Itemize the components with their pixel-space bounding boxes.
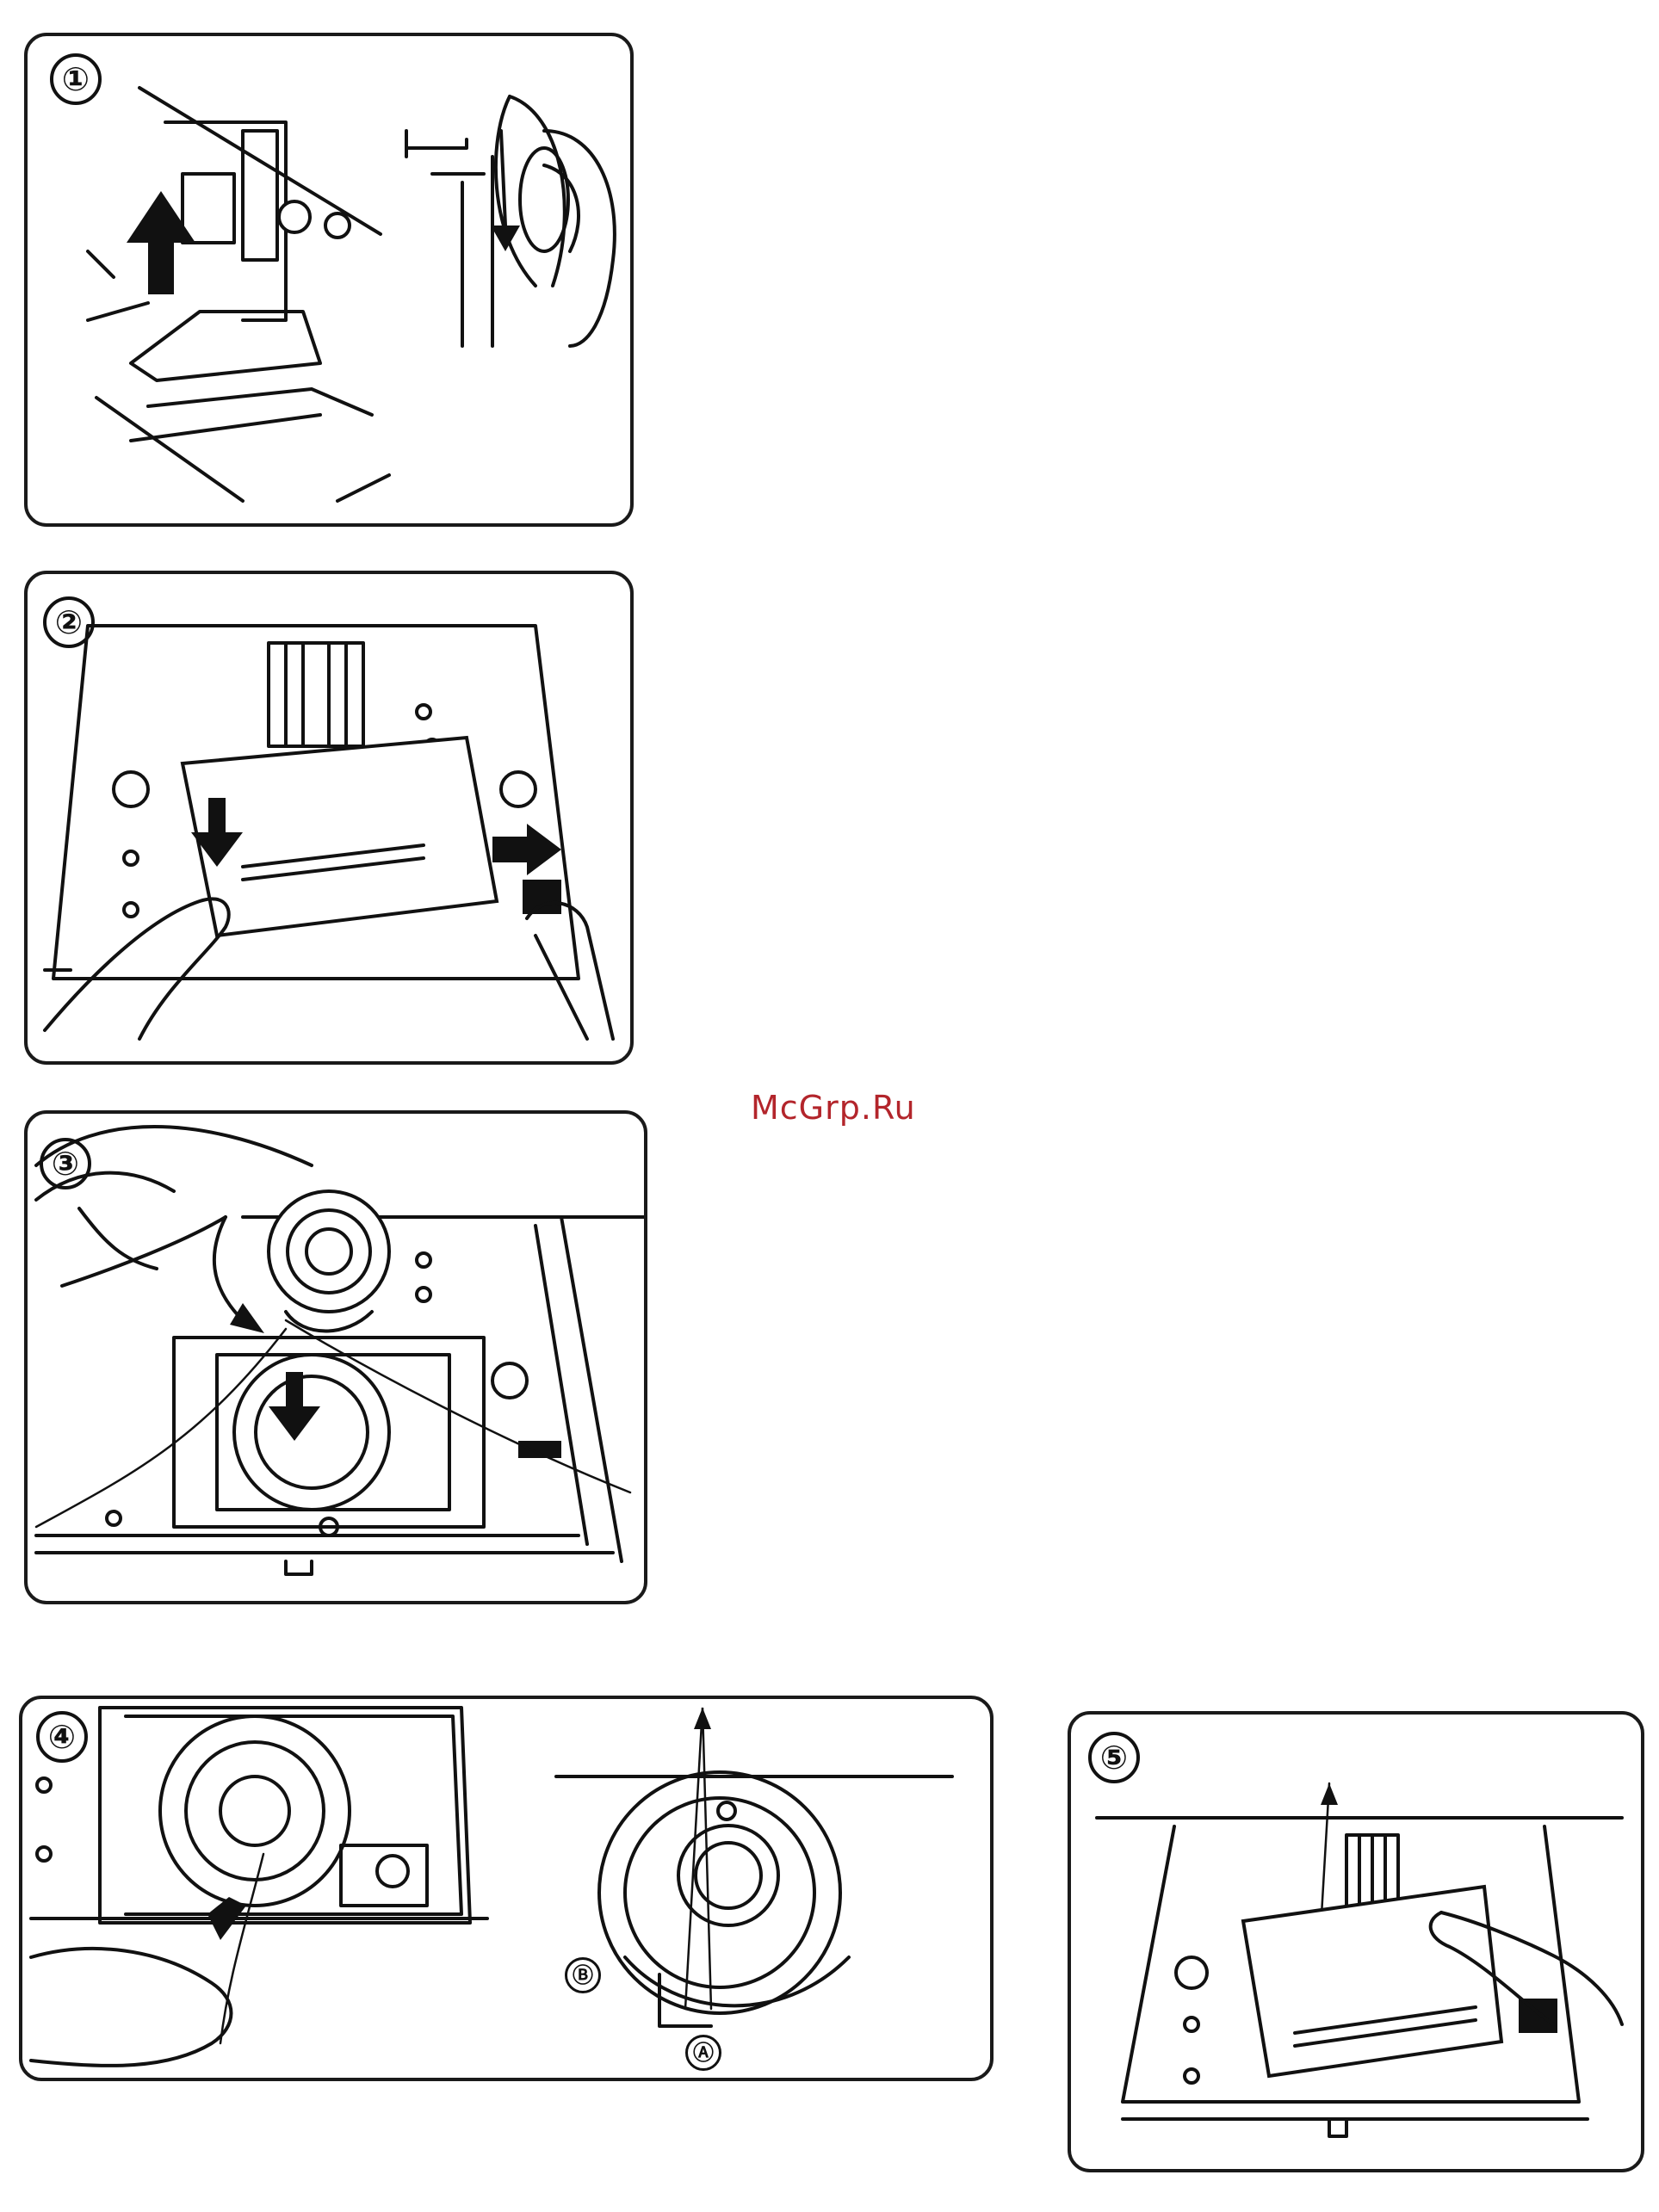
- step-5-panel: ⑤: [1068, 1711, 1644, 2172]
- step-4-panel: ④ Ⓑ Ⓐ: [19, 1696, 994, 2081]
- step-4-illustration: [22, 1699, 990, 2078]
- callout-b: Ⓑ: [565, 1957, 601, 1993]
- step-1-panel: ①: [24, 33, 634, 527]
- step-3-panel: ③: [24, 1110, 647, 1604]
- watermark: McGrp.Ru: [751, 1089, 916, 1127]
- step-5-illustration: [1071, 1715, 1641, 2169]
- callout-a: Ⓐ: [685, 2035, 721, 2071]
- step-2-panel: ②: [24, 571, 634, 1065]
- step-3-illustration: [28, 1114, 644, 1601]
- step-1-illustration: [28, 36, 630, 523]
- step-2-illustration: [28, 574, 630, 1061]
